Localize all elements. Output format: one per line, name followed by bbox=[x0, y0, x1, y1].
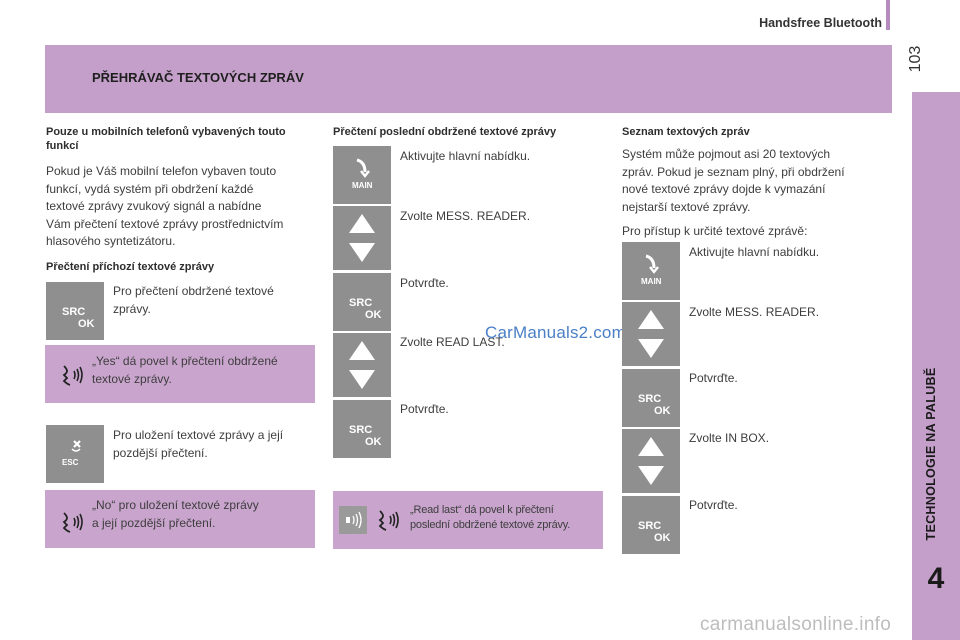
svg-text:OK: OK bbox=[654, 532, 671, 544]
voice-no-box bbox=[45, 490, 315, 548]
voice-read-last-text: „Read last“ dá povel k přečtení poslední… bbox=[410, 504, 571, 531]
middle-step4-text: Zvolte READ LAST. bbox=[400, 335, 505, 349]
main-button-icon: MAIN bbox=[622, 242, 680, 300]
esc-button-icon: ESC bbox=[46, 425, 104, 483]
src-ok-button-icon: SRC OK bbox=[622, 496, 680, 554]
middle-step1-text: Aktivujte hlavní nabídku. bbox=[400, 149, 531, 163]
up-down-arrows-icon bbox=[622, 302, 680, 366]
header-accent-bar bbox=[886, 0, 890, 30]
right-step4-text: Zvolte IN BOX. bbox=[689, 431, 770, 445]
svg-text:MAIN: MAIN bbox=[641, 277, 662, 286]
left-step2-text: Pro uložení textové zprávy a její pozděj… bbox=[113, 428, 284, 460]
right-step1-text: Aktivujte hlavní nabídku. bbox=[689, 245, 820, 259]
right-step2-text: Zvolte MESS. READER. bbox=[689, 305, 820, 319]
main-button-icon: MAIN bbox=[333, 146, 391, 204]
voice-command-icon bbox=[376, 508, 400, 537]
svg-text:OK: OK bbox=[78, 318, 95, 330]
watermark: CarManuals2.com bbox=[485, 323, 626, 342]
svg-text:SRC: SRC bbox=[349, 297, 372, 309]
chapter-side-band bbox=[912, 92, 960, 640]
up-down-arrows-icon bbox=[333, 333, 391, 397]
up-down-arrows-icon bbox=[333, 206, 391, 270]
footer-watermark: carmanualsonline.info bbox=[700, 614, 892, 635]
chapter-number: 4 bbox=[927, 562, 945, 595]
speaker-icon bbox=[339, 506, 367, 534]
voice-read-last-box bbox=[333, 491, 603, 549]
left-intro: Pokud je Váš mobilní telefon vybaven tou… bbox=[46, 164, 284, 248]
right-step3-text: Potvrďte. bbox=[689, 371, 738, 385]
middle-step3-text: Potvrďte. bbox=[400, 276, 449, 290]
right-heading: Seznam textových zpráv bbox=[622, 126, 750, 138]
svg-text:OK: OK bbox=[365, 309, 382, 321]
src-ok-button-icon: SRC OK bbox=[333, 400, 391, 458]
section-banner bbox=[45, 45, 892, 113]
running-header: Handsfree Bluetooth bbox=[759, 16, 882, 30]
src-ok-button-icon: SRC OK bbox=[46, 282, 104, 340]
voice-command-icon bbox=[60, 510, 84, 539]
voice-yes-text: „Yes“ dá povel k přečtení obdržené texto… bbox=[92, 354, 278, 386]
svg-text:SRC: SRC bbox=[638, 520, 661, 532]
voice-command-icon bbox=[60, 363, 84, 392]
src-ok-button-icon: SRC OK bbox=[333, 273, 391, 331]
src-ok-button-icon: SRC OK bbox=[622, 369, 680, 427]
middle-heading: Přečtení poslední obdržené textové zpráv… bbox=[333, 126, 557, 138]
section-title: PŘEHRÁVAČ TEXTOVÝCH ZPRÁV bbox=[92, 70, 304, 85]
svg-text:MAIN: MAIN bbox=[352, 181, 373, 190]
voice-yes-box bbox=[45, 345, 315, 403]
page-number: 103 bbox=[907, 45, 924, 73]
svg-text:SRC: SRC bbox=[638, 393, 661, 405]
voice-no-text: „No“ pro uložení textové zprávy a její p… bbox=[92, 498, 259, 530]
middle-step5-text: Potvrďte. bbox=[400, 402, 449, 416]
left-heading: Pouze u mobilních telefonů vybavených to… bbox=[46, 126, 286, 152]
right-access-text: Pro přístup k určité textové zprávě: bbox=[622, 224, 808, 238]
right-intro: Systém může pojmout asi 20 textových zpr… bbox=[622, 147, 845, 214]
svg-text:ESC: ESC bbox=[62, 458, 79, 467]
svg-text:OK: OK bbox=[365, 436, 382, 448]
svg-text:SRC: SRC bbox=[349, 424, 372, 436]
left-step1-text: Pro přečtení obdržené textové zprávy. bbox=[113, 284, 274, 316]
right-step5-text: Potvrďte. bbox=[689, 498, 738, 512]
left-subheading: Přečtení příchozí textové zprávy bbox=[46, 261, 215, 273]
middle-step2-text: Zvolte MESS. READER. bbox=[400, 209, 531, 223]
svg-text:SRC: SRC bbox=[62, 306, 85, 318]
up-down-arrows-icon bbox=[622, 429, 680, 493]
svg-text:OK: OK bbox=[654, 405, 671, 417]
